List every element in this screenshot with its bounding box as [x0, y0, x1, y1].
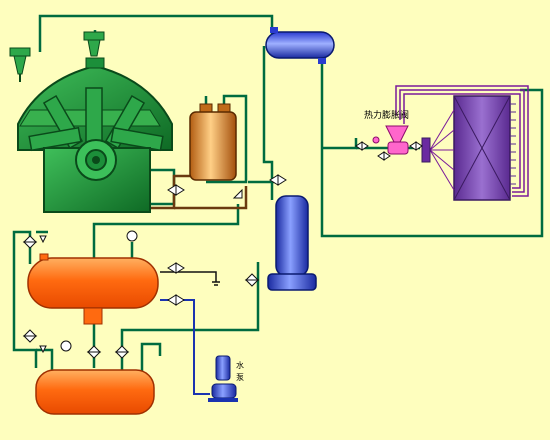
valve-icon [355, 141, 369, 151]
condenser [27, 253, 159, 325]
water-pump [208, 355, 238, 402]
valve-icon [167, 294, 185, 306]
receiver [35, 369, 155, 415]
expansion-valve-label: 热力膨胀阀 [364, 109, 409, 121]
top-tank [265, 27, 335, 64]
valve-icon [232, 188, 243, 199]
pump-label-2: 泵 [236, 373, 244, 382]
valve-icon [409, 141, 423, 151]
gauge-top [83, 31, 105, 57]
evaporator [421, 95, 516, 201]
valve-icon [167, 184, 185, 196]
valves [22, 141, 423, 359]
valve-icon [244, 273, 260, 287]
valve-icon [377, 151, 391, 161]
purple-pipes [395, 85, 529, 197]
valve-icon [167, 262, 185, 274]
valve-icon [114, 345, 130, 359]
valve-icon [86, 345, 102, 359]
compressor [17, 57, 173, 213]
valve-icon [269, 174, 287, 186]
oil-separator [189, 103, 237, 181]
expansion-valve [372, 125, 409, 155]
blue-pipes [160, 299, 210, 395]
valve-icon [22, 329, 38, 343]
pump-label-1: 水 [236, 360, 244, 370]
small-gauges [39, 230, 138, 354]
liquid-column [267, 195, 317, 291]
green-pipes [12, 14, 544, 372]
valve-icon [22, 235, 38, 249]
black-pipes [160, 271, 220, 286]
gauge-left [9, 47, 31, 82]
